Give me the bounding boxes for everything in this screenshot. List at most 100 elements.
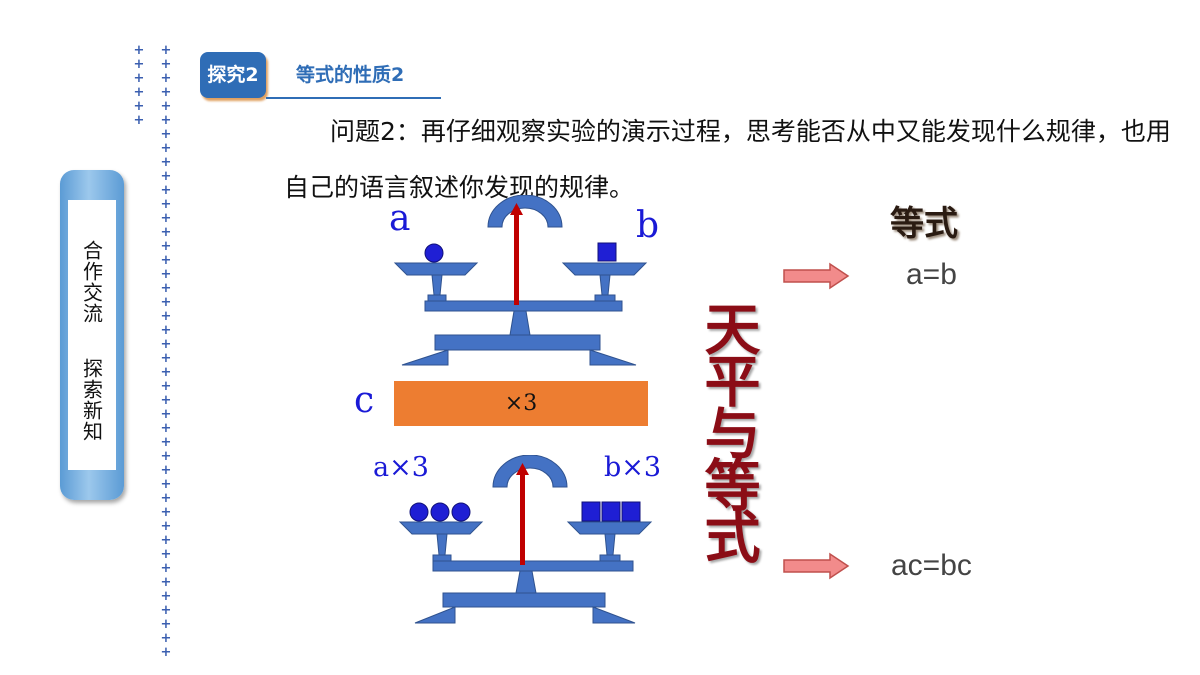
plus-mark: + xyxy=(160,533,172,548)
scale-bottom-base-right-wing xyxy=(592,606,636,624)
scale-top-pillar xyxy=(509,310,531,336)
scale-top-base xyxy=(434,334,601,351)
scale-top-base-right-wing xyxy=(589,349,637,366)
equation-heading: 等式 xyxy=(890,204,958,244)
label-a: a xyxy=(389,198,411,239)
vertical-title: 天平与等式 xyxy=(695,300,761,560)
plus-mark: + xyxy=(160,99,172,114)
scale-top-base-left-wing xyxy=(401,349,449,366)
section-title: 等式的性质2 xyxy=(296,64,405,86)
plus-mark: + xyxy=(160,127,172,142)
plus-mark: + xyxy=(160,239,172,254)
scale-bottom-dome xyxy=(492,455,568,488)
plus-mark: + xyxy=(133,43,145,58)
plus-mark: + xyxy=(160,225,172,240)
plus-mark: + xyxy=(160,603,172,618)
label-b: b xyxy=(636,205,660,246)
section-tag: 探究2 xyxy=(200,52,266,98)
scale-bottom-right-foot xyxy=(599,554,621,562)
plus-mark: + xyxy=(160,85,172,100)
scale-bottom-needle xyxy=(520,473,525,565)
plus-mark: + xyxy=(160,449,172,464)
sidebar-label-cooperate: 合作交流 xyxy=(79,240,104,324)
scale-bottom-base xyxy=(442,592,606,608)
plus-mark: + xyxy=(160,267,172,282)
plus-mark: + xyxy=(160,393,172,408)
plus-mark: + xyxy=(160,295,172,310)
question-text: 问题2：再仔细观察实验的演示过程，思考能否从中又能发现什么规律，也用自己的语言叙… xyxy=(284,117,1171,202)
plus-mark: + xyxy=(160,57,172,72)
sidebar-card-inner: 合作交流 探索新知 xyxy=(68,200,116,470)
plus-mark: + xyxy=(160,141,172,156)
plus-mark: + xyxy=(160,491,172,506)
plus-mark: + xyxy=(160,323,172,338)
scale-top-left-pan xyxy=(393,262,479,276)
multiplier-bar: ×3 xyxy=(394,381,648,426)
plus-mark: + xyxy=(160,281,172,296)
ball-a-1 xyxy=(409,502,429,522)
scale-bottom-beam xyxy=(432,560,634,572)
plus-mark: + xyxy=(133,85,145,100)
plus-mark: + xyxy=(160,211,172,226)
plus-mark: + xyxy=(160,169,172,184)
plus-mark: + xyxy=(160,365,172,380)
plus-mark: + xyxy=(160,71,172,86)
scale-bottom-left-stem xyxy=(436,533,448,556)
scale-top-right-foot xyxy=(594,294,616,302)
ball-a-2 xyxy=(430,502,450,522)
plus-mark: + xyxy=(160,435,172,450)
scale-top-needle-tip xyxy=(510,203,523,215)
equation-1: a=b xyxy=(906,258,957,291)
plus-mark: + xyxy=(133,99,145,114)
plus-mark: + xyxy=(160,337,172,352)
scale-top-right-pan xyxy=(561,262,648,276)
plus-mark: + xyxy=(160,547,172,562)
scale-bottom-left-pan xyxy=(398,521,484,535)
ball-a xyxy=(424,243,444,263)
scale-top-left-stem xyxy=(431,274,443,296)
plus-mark: + xyxy=(160,113,172,128)
plus-mark: + xyxy=(160,183,172,198)
plus-mark: + xyxy=(160,505,172,520)
label-b-times-3: b×3 xyxy=(604,452,662,483)
arrow-right-icon xyxy=(783,262,850,290)
sidebar-card: 合作交流 探索新知 xyxy=(60,170,124,500)
scale-top-needle xyxy=(514,213,519,305)
ball-a-3 xyxy=(451,502,471,522)
cube-b-1 xyxy=(581,501,601,522)
plus-mark: + xyxy=(160,155,172,170)
plus-mark: + xyxy=(160,253,172,268)
equation-2: ac=bc xyxy=(891,549,972,582)
scale-top-dome xyxy=(487,195,563,228)
arrow-right-icon xyxy=(783,552,850,580)
plus-mark: + xyxy=(160,617,172,632)
plus-mark: + xyxy=(133,71,145,86)
plus-mark: + xyxy=(160,561,172,576)
label-c: c xyxy=(354,380,375,421)
plus-mark: + xyxy=(160,351,172,366)
plus-mark: + xyxy=(160,197,172,212)
cube-b xyxy=(597,242,617,262)
plus-mark: + xyxy=(160,379,172,394)
scale-bottom-base-left-wing xyxy=(414,606,456,624)
scale-bottom-needle-tip xyxy=(516,463,529,475)
plus-mark: + xyxy=(160,631,172,646)
plus-mark: + xyxy=(160,309,172,324)
scale-top-right-stem xyxy=(599,274,611,296)
scale-bottom-right-pan xyxy=(566,521,653,535)
label-a-times-3: a×3 xyxy=(373,452,429,483)
plus-mark: + xyxy=(160,477,172,492)
plus-mark: + xyxy=(160,645,172,660)
plus-mark: + xyxy=(133,57,145,72)
plus-mark: + xyxy=(160,463,172,478)
scale-bottom-right-stem xyxy=(604,533,616,556)
section-underline xyxy=(266,97,441,99)
cube-b-2 xyxy=(601,501,621,522)
scale-bottom-left-foot xyxy=(432,554,452,562)
cube-b-3 xyxy=(621,501,641,522)
plus-mark: + xyxy=(133,113,145,128)
balance-scale-bottom xyxy=(398,455,653,624)
sidebar-label-explore: 探索新知 xyxy=(79,358,104,442)
plus-mark: + xyxy=(160,43,172,58)
plus-mark: + xyxy=(160,575,172,590)
